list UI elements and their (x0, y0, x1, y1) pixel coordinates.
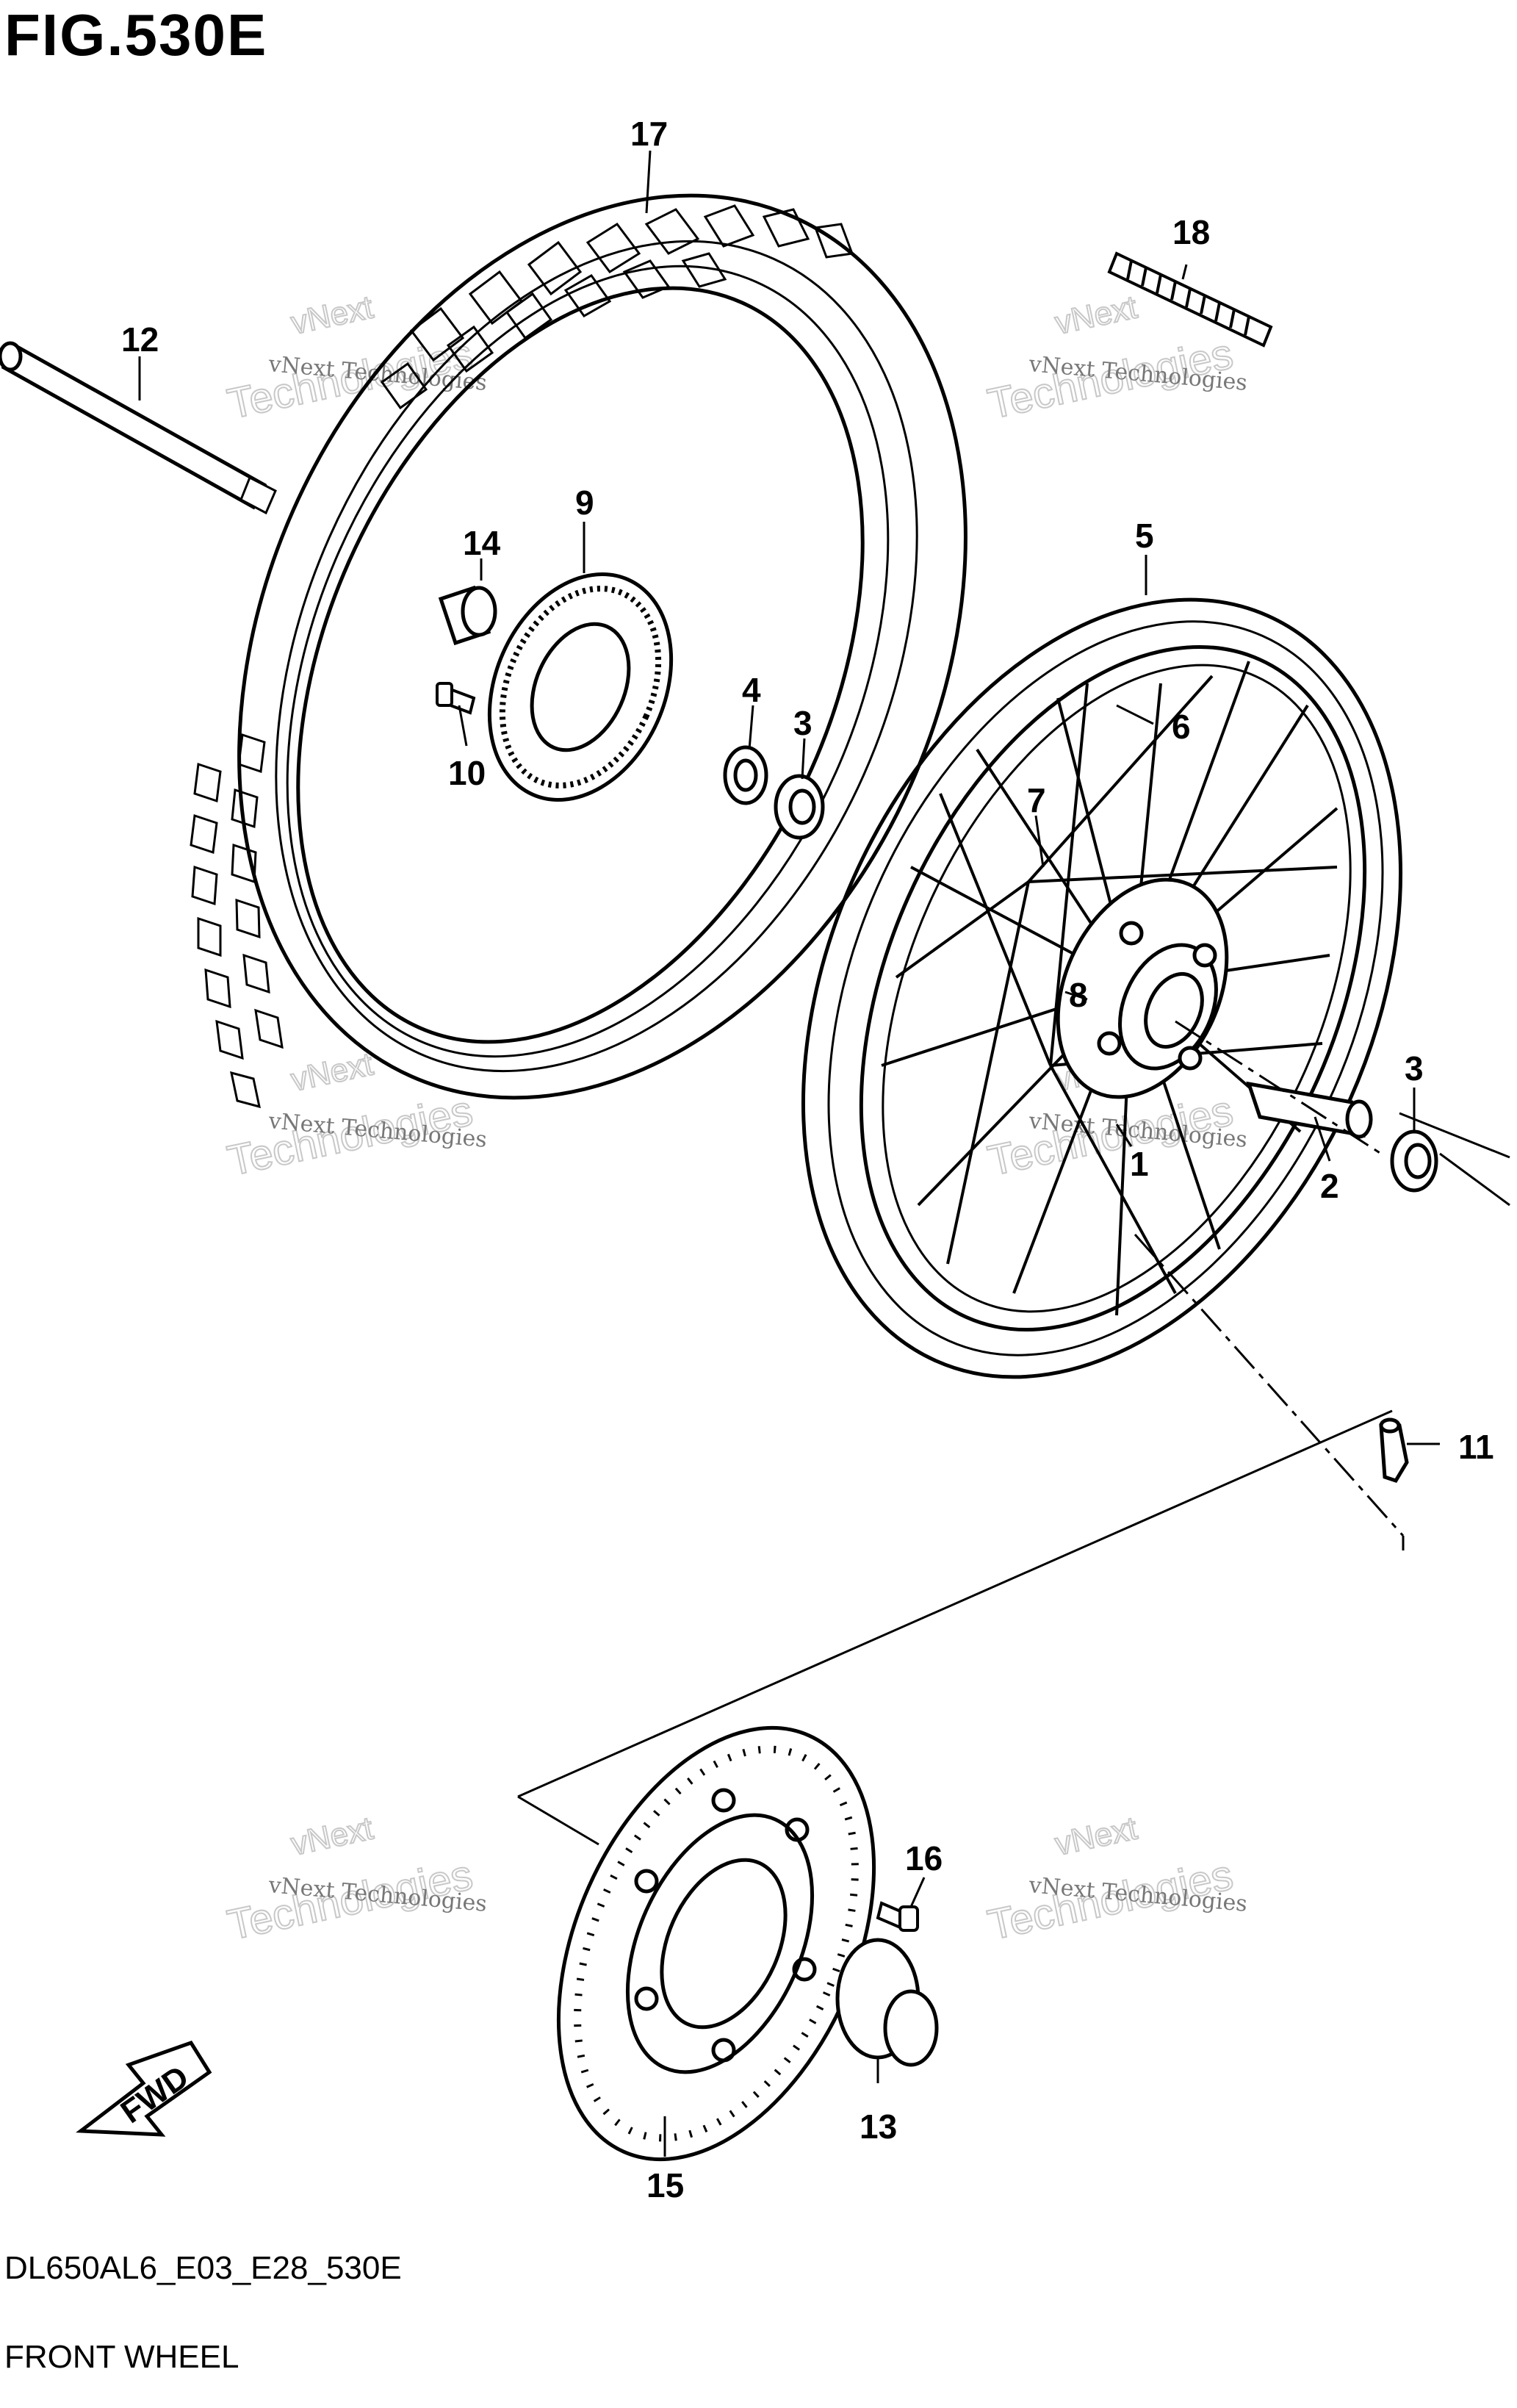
callout-3-left: 3 (793, 704, 812, 742)
callout-16: 16 (905, 1839, 943, 1877)
figure-title: FIG.530E (4, 2, 268, 68)
svg-text:vNext: vNext (1052, 289, 1140, 341)
svg-text:vNext: vNext (288, 1046, 376, 1098)
fwd-arrow: FWD (76, 2040, 212, 2137)
callouts: 17 12 18 9 14 5 6 4 3 10 7 8 1 2 3 11 16… (121, 115, 1494, 2204)
callout-14: 14 (463, 524, 501, 562)
bearing-right (1390, 1129, 1438, 1193)
callout-7: 7 (1027, 781, 1046, 819)
callout-11: 11 (1458, 1428, 1494, 1466)
callout-5: 5 (1135, 517, 1154, 555)
bearing-left (774, 774, 825, 840)
assembly-lines (517, 1020, 1510, 1846)
callout-18: 18 (1172, 213, 1210, 251)
watermark-bottom-right: vNext Technologies vNext Technologies (983, 1809, 1248, 1949)
callout-13: 13 (860, 2107, 897, 2146)
sensor-ring (487, 572, 674, 802)
callout-3-right: 3 (1405, 1049, 1424, 1088)
wheel-hub (1056, 877, 1229, 1099)
figure-code: DL650AL6_E03_E28_530E (4, 2250, 402, 2286)
callout-1: 1 (1130, 1145, 1149, 1183)
callout-6: 6 (1172, 708, 1191, 746)
balance-weight (1107, 251, 1273, 348)
disc-bolt (876, 1901, 919, 1932)
tire (190, 193, 968, 1109)
svg-text:vNext: vNext (288, 289, 376, 341)
collar-right (835, 1938, 939, 2067)
callout-10: 10 (448, 754, 486, 792)
callout-4: 4 (742, 671, 761, 709)
callout-8: 8 (1069, 976, 1088, 1014)
callout-9: 9 (575, 484, 594, 522)
svg-text:vNext: vNext (1052, 1810, 1140, 1862)
figure-name: FRONT WHEEL (4, 2339, 239, 2375)
callout-2: 2 (1320, 1167, 1339, 1205)
callout-12: 12 (121, 320, 159, 359)
wheel-rim (801, 597, 1402, 1379)
svg-text:vNext: vNext (288, 1810, 376, 1862)
callout-15: 15 (646, 2166, 684, 2204)
oil-seal (723, 745, 768, 805)
brake-disc (556, 1725, 876, 2162)
collar-left (438, 585, 497, 646)
leader-lines (138, 150, 1440, 2157)
callout-17: 17 (630, 115, 668, 153)
screw-sensor (436, 682, 476, 715)
tire-valve (1379, 1417, 1409, 1484)
front-axle (0, 341, 277, 515)
watermark-bottom-left: vNext Technologies vNext Technologies (223, 1809, 488, 1949)
watermark-middle-left: vNext Technologies vNext Technologies (223, 1045, 488, 1185)
